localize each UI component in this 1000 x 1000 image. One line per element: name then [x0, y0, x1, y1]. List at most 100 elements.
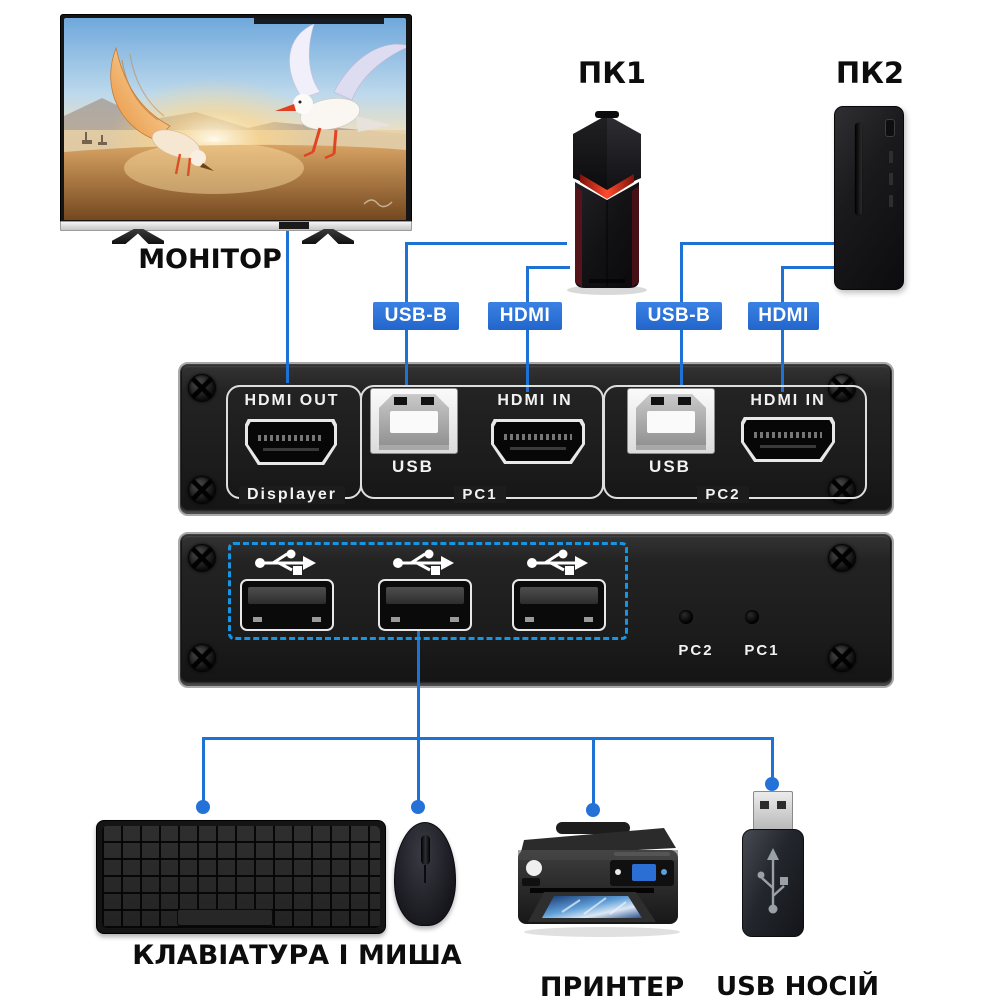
- usb-drive-connector: [753, 791, 793, 833]
- cable-monitor-vertical: [286, 221, 289, 383]
- printer-label: ПРИНТЕР: [539, 972, 685, 1000]
- usb-b-port-pc2: [627, 388, 715, 454]
- usb-b-pin: [394, 396, 408, 405]
- usb-b-center: [389, 410, 439, 433]
- monitor-label: МОНІТОР: [138, 244, 282, 275]
- displayer-section-label: Displayer: [226, 486, 358, 504]
- usb-icon: [757, 848, 788, 914]
- monitor-stand-base: [60, 221, 412, 231]
- hdmi-in-label-pc2: HDMI IN: [750, 392, 826, 409]
- usb-a-contact: [252, 616, 262, 623]
- pc2-tower: [834, 106, 904, 290]
- cable-endpoint-printer: [586, 803, 600, 817]
- pc1-section-label: PC1: [360, 486, 600, 503]
- usb-label-pc2: USB: [649, 457, 691, 476]
- usb-hub-highlight-box: [228, 542, 628, 640]
- hdmi-in-port-pc2: [741, 417, 835, 462]
- usb-connector-hole: [777, 801, 786, 809]
- hdmi-port-inner: [494, 422, 582, 461]
- cable-mouse-vertical: [417, 737, 420, 805]
- pc2-section-label: PC2: [603, 486, 843, 503]
- cable-keyboard-vertical: [202, 737, 205, 805]
- usb-b-pin: [420, 396, 434, 405]
- mouse-scroll-wheel: [421, 835, 430, 865]
- printer: [518, 822, 680, 937]
- usb-drive: [742, 829, 804, 937]
- seagulls-photo: [64, 18, 406, 220]
- hdmi-port-pins: [504, 434, 572, 441]
- usb-a-port: [512, 579, 606, 631]
- usb-a-contact: [312, 616, 322, 623]
- cable-pc2-usb-horizontal: [680, 242, 837, 245]
- usb-a-port: [240, 579, 334, 631]
- keyboard-spacebar: [177, 909, 273, 926]
- hdmi-port-slot: [263, 447, 319, 451]
- screw-icon: [188, 476, 216, 504]
- badge-pc1-hdmi: HDMI: [488, 302, 562, 330]
- screw-icon: [828, 644, 856, 672]
- kvm-usb-panel: PC2 PC1: [178, 532, 894, 688]
- hdmi-in-port-pc1: [491, 419, 585, 464]
- usb-label-pc1: USB: [392, 457, 434, 476]
- keyboard: [96, 820, 386, 934]
- monitor-foot-left: [112, 229, 164, 244]
- screw-icon: [188, 544, 216, 572]
- usb-b-port-pc1: [370, 388, 458, 454]
- cable-endpoint-mouse: [411, 800, 425, 814]
- usb-icon: [527, 549, 588, 575]
- mouse-seam: [424, 865, 426, 883]
- led-pc2-label: PC2: [678, 642, 714, 659]
- pc2-port-detail: [889, 195, 893, 207]
- usb-a-tongue: [520, 586, 598, 605]
- cable-usbdrive-vertical: [771, 737, 774, 783]
- usb-a-port: [378, 579, 472, 631]
- badge-pc2-usb-b: USB-B: [636, 302, 722, 330]
- cable-printer-vertical: [592, 737, 595, 807]
- mouse: [394, 822, 456, 926]
- usb-a-contact: [584, 616, 594, 623]
- monitor: [60, 14, 412, 226]
- screw-icon: [828, 374, 856, 402]
- badge-pc2-hdmi: HDMI: [748, 302, 819, 330]
- screw-icon: [188, 374, 216, 402]
- usb-a-tongue: [248, 586, 326, 605]
- usb-b-center: [646, 410, 696, 433]
- usb-b-pin: [651, 396, 665, 405]
- kvm-front-panel: HDMI OUT Displayer USB HDMI IN PC1: [178, 362, 894, 516]
- cable-pc1-hdmi-horizontal: [526, 266, 570, 269]
- cable-pc1-usb-horizontal: [405, 242, 567, 245]
- usb-a-tongue: [386, 586, 464, 605]
- led-pc1: [745, 610, 759, 624]
- usb-a-contact: [390, 616, 400, 623]
- hdmi-port-slot: [509, 446, 567, 450]
- cable-pc2-hdmi-horizontal: [781, 266, 837, 269]
- screw-icon: [188, 644, 216, 672]
- usb-b-pin: [677, 396, 691, 405]
- usb-drive-label: USB НОСІЙ: [715, 972, 880, 1000]
- usb-icon: [393, 549, 454, 575]
- usb-a-contact: [450, 616, 460, 623]
- badge-pc1-usb-b: USB-B: [373, 302, 459, 330]
- hdmi-in-label-pc1: HDMI IN: [497, 392, 573, 409]
- led-pc1-label: PC1: [744, 642, 780, 659]
- pc2-label: ПК2: [835, 56, 905, 90]
- led-pc2: [679, 610, 693, 624]
- hdmi-out-label: HDMI OUT: [244, 392, 340, 409]
- usb-connector-hole: [760, 801, 769, 809]
- hdmi-out-port: [245, 419, 337, 465]
- screw-icon: [828, 544, 856, 572]
- monitor-foot-right: [302, 229, 354, 244]
- cable-endpoint-usbdrive: [765, 777, 779, 791]
- cable-hub-horizontal: [202, 737, 774, 740]
- cable-endpoint-keyboard: [196, 800, 210, 814]
- pc2-port-detail: [889, 151, 893, 163]
- usb-icon: [255, 549, 316, 575]
- pc2-drive-slot: [855, 123, 862, 215]
- hdmi-port-pins: [754, 432, 822, 439]
- hdmi-port-slot: [759, 444, 817, 448]
- cable-hub-vertical: [417, 629, 420, 739]
- keyboard-mouse-label: КЛАВІАТУРА І МИША: [132, 940, 462, 971]
- hdmi-port-inner: [248, 422, 334, 462]
- hdmi-port-inner: [744, 420, 832, 459]
